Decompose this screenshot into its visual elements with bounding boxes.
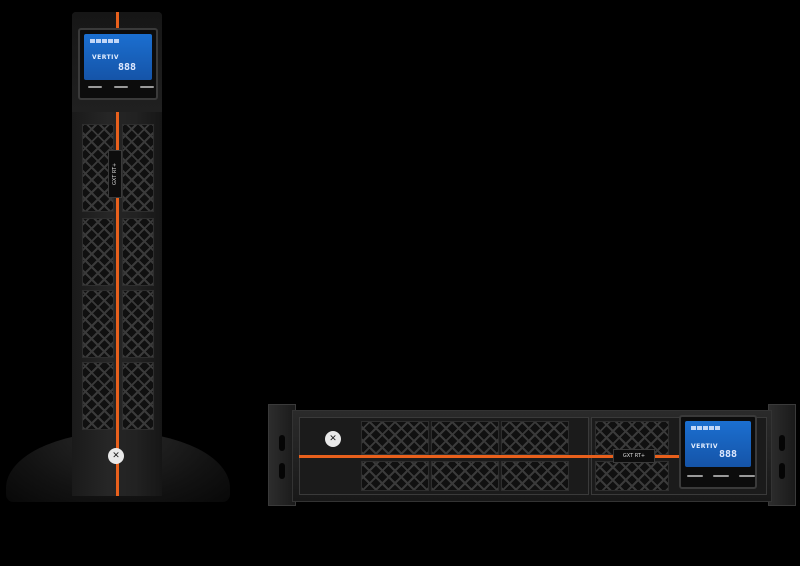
enter-button[interactable] [739,475,755,477]
ups-rack: ✕ GXT RT+ VERTIV 888 [292,410,772,502]
lcd-digits: 888 [719,449,738,460]
rack-model-badge: GXT RT+ [613,449,655,463]
tower-lcd-screen: VERTIV 888 [84,34,152,80]
rack-ear-left [268,404,296,506]
rack-button-row [687,475,755,477]
rack-grille-4-bottom [595,461,669,491]
rack-grille-3-bottom [501,461,569,491]
rack-grille-2-top [431,421,499,455]
ups-tower: VERTIV 888 GXT RT+ ✕ [72,12,162,496]
tower-grille-3-right [122,290,154,358]
enter-button[interactable] [140,86,154,88]
lcd-digits: 888 [118,62,137,73]
lcd-brand-logo: VERTIV [691,443,719,450]
tower-grille-1-right [122,124,154,212]
tower-grille-4-left [82,362,114,430]
tower-lcd-bezel: VERTIV 888 [78,28,158,100]
select-button[interactable] [713,475,729,477]
vertiv-logo-icon: ✕ [325,431,341,447]
power-button[interactable] [88,86,102,88]
rack-grille-3-top [501,421,569,455]
rack-grille-1-bottom [361,461,429,491]
accent-stripe-top [116,12,119,28]
lcd-brand-logo: VERTIV [92,54,120,61]
rack-ear-right [768,404,796,506]
lcd-level-bars [90,39,119,43]
tower-grille-2-left [82,218,114,286]
accent-stripe-vertical [116,112,119,496]
lcd-level-bars [691,426,720,430]
tower-button-row [88,86,154,88]
tower-grille-2-right [122,218,154,286]
rack-lcd-bezel: VERTIV 888 [679,415,757,489]
select-button[interactable] [114,86,128,88]
rack-grille-1-top [361,421,429,455]
tower-grille-3-left [82,290,114,358]
rack-lcd-screen: VERTIV 888 [685,421,751,467]
vertiv-logo-icon: ✕ [108,448,124,464]
tower-model-badge: GXT RT+ [108,150,122,198]
tower-control-panel: VERTIV 888 [72,12,162,112]
accent-stripe-horizontal [299,455,683,458]
tower-grille-4-right [122,362,154,430]
power-button[interactable] [687,475,703,477]
rack-grille-2-bottom [431,461,499,491]
